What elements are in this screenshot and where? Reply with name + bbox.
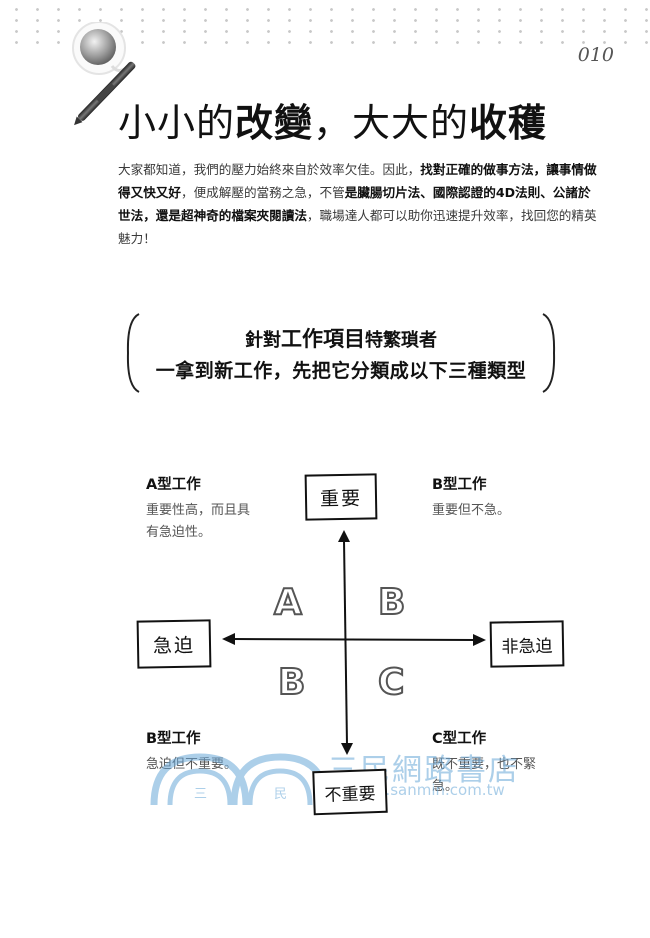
watermark-char-1: 三: [194, 787, 208, 802]
magnifier-and-pen-icon: [72, 22, 136, 126]
axis-label-urgent: 急迫: [136, 619, 212, 669]
title-part1: 小小的: [118, 101, 236, 145]
watermark-url: www.sanmin.com.tw: [350, 781, 505, 799]
quadrant-letter-c: C: [377, 661, 405, 704]
page-number: 010: [577, 44, 614, 66]
title-bold-1: 改變: [235, 101, 314, 145]
callout-subheading: 一拿到新工作，先把它分類成以下三種類型: [155, 360, 527, 382]
callout-box: 針對工作項目特繁瑣者 一拿到新工作，先把它分類成以下三種類型: [125, 312, 557, 394]
intro-text-2: ，便成解壓的當務之急，不管: [180, 185, 345, 200]
quadrant-c-desc-1: 既不重要，也不緊: [432, 757, 537, 772]
quadrant-a-desc-1: 重要性高，而且具: [146, 503, 251, 518]
intro-text-3: ，職場達人都可以助你迅速提升效率，找回您的精英魅力！: [118, 208, 597, 246]
left-bracket-icon: [126, 313, 140, 393]
quadrant-letter-a: A: [273, 581, 303, 624]
title-part2: ，大大的: [313, 101, 470, 145]
quadrant-c-title: C型工作: [432, 731, 487, 747]
axis-label-not-important: 不重要: [312, 768, 388, 816]
quadrant-a-title: A型工作: [146, 477, 201, 493]
quadrant-b-bottom-title: B型工作: [146, 731, 201, 747]
quadrant-b-top-desc: 重要但不急。: [432, 503, 511, 518]
intro-paragraph: 大家都知道，我們的壓力始終來自於效率欠佳。因此，找對正確的做事方法，讓事情做得又…: [118, 158, 598, 250]
callout-highlight: 工作項目: [281, 327, 365, 351]
quadrant-c-desc-2: 急。: [432, 779, 459, 794]
intro-bold-2: 是臟腸切片法、國際認證的4D法則、公諸於世法，還是超神奇的檔案夾閱讀法: [118, 185, 591, 223]
page-title: 小小的改變，大大的收穫: [118, 92, 547, 147]
watermark-char-2: 民: [274, 787, 288, 802]
quadrant-letter-b-bottom: B: [277, 661, 306, 704]
intro-bold-1: 找對正確的做事方法，讓事情做得又快又好: [118, 162, 597, 200]
quadrant-letter-b-top: B: [377, 581, 406, 624]
axis-label-not-urgent: 非急迫: [489, 620, 565, 668]
callout-post: 特繁瑣者: [365, 330, 437, 351]
callout-heading: 針對工作項目特繁瑣者: [125, 323, 557, 353]
title-bold-2: 收穫: [469, 101, 548, 145]
right-bracket-icon: [542, 313, 556, 393]
intro-text-1: 大家都知道，我們的壓力始終來自於效率欠佳。因此，: [118, 162, 421, 177]
watermark-arcs-icon: [150, 753, 330, 806]
axis-label-important: 重要: [304, 473, 378, 521]
quadrant-b-top-title: B型工作: [432, 477, 487, 493]
quadrant-a-desc-2: 有急迫性。: [146, 525, 212, 540]
callout-pre: 針對: [245, 330, 281, 351]
